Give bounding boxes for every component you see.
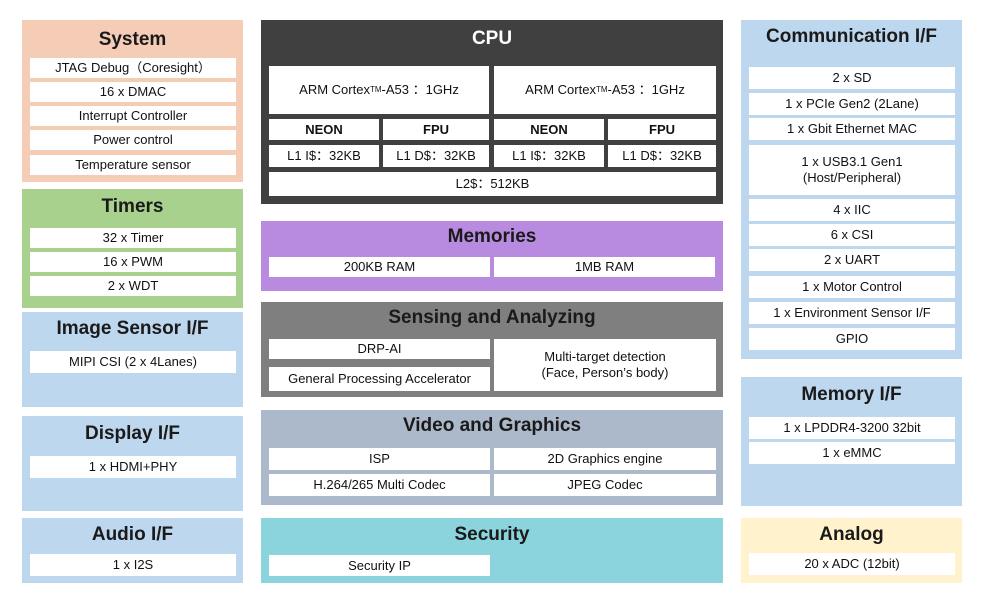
- cpu-l2-cache: L2$：512KB: [269, 172, 716, 196]
- memory-if-item: 1 x eMMC: [749, 442, 955, 464]
- communication-item: 1 x PCIe Gen2 (2Lane): [749, 93, 955, 115]
- analog-title: Analog: [819, 524, 884, 545]
- cpu-core-prefix: ARM Cortex: [525, 82, 596, 97]
- timers-item: 16 x PWM: [30, 252, 236, 272]
- system-item: Power control: [30, 130, 236, 150]
- cpu-neon-2: NEON: [494, 119, 604, 140]
- memories-block: Memories 200KB RAM 1MB RAM: [261, 221, 723, 291]
- usb-line-1: 1 x USB3.1 Gen1: [801, 154, 903, 169]
- system-item: JTAG Debug（Coresight）: [30, 58, 236, 78]
- communication-item: 6 x CSI: [749, 224, 955, 246]
- image-sensor-item: MIPI CSI (2 x 4Lanes): [30, 351, 236, 373]
- security-title: Security: [454, 524, 530, 545]
- cpu-l1d-2: L1 D$：32KB: [608, 145, 716, 167]
- system-item: Interrupt Controller: [30, 106, 236, 126]
- cpu-title: CPU: [471, 28, 513, 49]
- audio-item: 1 x I2S: [30, 554, 236, 576]
- memory-if-title: Memory I/F: [801, 384, 902, 405]
- communication-item: 2 x UART: [749, 249, 955, 271]
- analog-item: 20 x ADC (12bit): [749, 553, 955, 575]
- communication-item: GPIO: [749, 328, 955, 350]
- communication-title: Communication I/F: [766, 26, 937, 47]
- display-title: Display I/F: [84, 423, 181, 444]
- timers-item: 32 x Timer: [30, 228, 236, 248]
- analog-block: Analog 20 x ADC (12bit): [741, 518, 962, 583]
- communication-block: Communication I/F 2 x SD 1 x PCIe Gen2 (…: [741, 20, 962, 359]
- audio-block: Audio I/F 1 x I2S: [22, 518, 243, 583]
- video-item: H.264/265 Multi Codec: [269, 474, 490, 496]
- audio-title: Audio I/F: [91, 524, 174, 545]
- cpu-fpu-2: FPU: [608, 119, 716, 140]
- sensing-title: Sensing and Analyzing: [388, 307, 596, 328]
- video-item: ISP: [269, 448, 490, 470]
- image-sensor-title: Image Sensor I/F: [56, 318, 209, 339]
- timers-item: 2 x WDT: [30, 276, 236, 296]
- cpu-l1i-1: L1 I$：32KB: [269, 145, 379, 167]
- video-block: Video and Graphics ISP 2D Graphics engin…: [261, 410, 723, 505]
- system-item: Temperature sensor: [30, 155, 236, 175]
- timers-title: Timers: [101, 196, 164, 217]
- video-item: 2D Graphics engine: [494, 448, 716, 470]
- communication-item: 1 x Environment Sensor I/F: [749, 302, 955, 324]
- memory-if-block: Memory I/F 1 x LPDDR4-3200 32bit 1 x eMM…: [741, 377, 962, 506]
- cpu-core-prefix: ARM Cortex: [299, 82, 370, 97]
- usb-line-2: (Host/Peripheral): [802, 170, 902, 185]
- sensing-multi-target-detection: Multi-target detection (Face, Person’s b…: [494, 339, 716, 391]
- memories-title: Memories: [447, 226, 537, 247]
- cpu-l1d-1: L1 D$：32KB: [383, 145, 489, 167]
- sensing-block: Sensing and Analyzing DRP-AI General Pro…: [261, 302, 723, 397]
- sensing-drp-ai: DRP-AI: [269, 339, 490, 359]
- cpu-l1i-2: L1 I$：32KB: [494, 145, 604, 167]
- communication-item: 2 x SD: [749, 67, 955, 89]
- system-item: 16 x DMAC: [30, 82, 236, 102]
- mtd-line-1: Multi-target detection: [544, 349, 666, 364]
- memories-item: 1MB RAM: [494, 257, 715, 277]
- image-sensor-block: Image Sensor I/F MIPI CSI (2 x 4Lanes): [22, 312, 243, 407]
- timers-block: Timers 32 x Timer 16 x PWM 2 x WDT: [22, 189, 243, 308]
- communication-item: 1 x Motor Control: [749, 276, 955, 298]
- display-item: 1 x HDMI+PHY: [30, 456, 236, 478]
- mtd-line-2: (Face, Person’s body): [541, 365, 669, 380]
- communication-item: 1 x Gbit Ethernet MAC: [749, 118, 955, 140]
- cpu-fpu-1: FPU: [383, 119, 489, 140]
- display-block: Display I/F 1 x HDMI+PHY: [22, 416, 243, 511]
- cpu-core-suffix: -A53 ：1GHz: [381, 82, 459, 97]
- cpu-core-suffix: -A53 ：1GHz: [607, 82, 685, 97]
- system-block: System JTAG Debug（Coresight） 16 x DMAC I…: [22, 20, 243, 182]
- cpu-neon-1: NEON: [269, 119, 379, 140]
- security-item: Security IP: [269, 555, 490, 576]
- security-block: Security Security IP: [261, 518, 723, 583]
- system-title: System: [98, 29, 167, 50]
- memories-item: 200KB RAM: [269, 257, 490, 277]
- communication-item: 4 x IIC: [749, 199, 955, 221]
- sensing-gpa: General Processing Accelerator: [269, 367, 490, 391]
- video-title: Video and Graphics: [402, 415, 582, 436]
- video-item: JPEG Codec: [494, 474, 716, 496]
- memory-if-item: 1 x LPDDR4-3200 32bit: [749, 417, 955, 439]
- communication-usb: 1 x USB3.1 Gen1 (Host/Peripheral): [749, 145, 955, 195]
